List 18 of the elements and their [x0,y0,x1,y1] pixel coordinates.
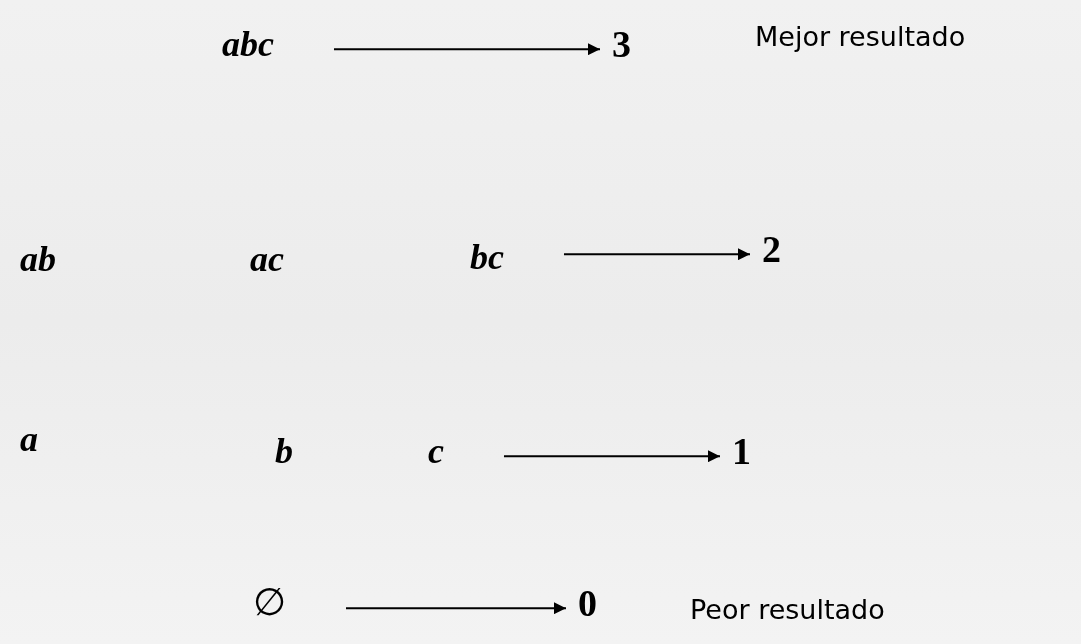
result-number: 2 [762,229,781,271]
subset-label: abc [222,25,274,65]
arrow [563,248,751,261]
note-text: Peor resultado [690,595,885,625]
subset-label: bc [470,238,504,278]
subset-label: a [20,420,38,460]
subset-label: ab [20,240,56,280]
arrow [345,602,567,615]
subset-label: b [275,432,293,472]
arrow [503,450,721,463]
subset-label: ac [250,240,284,280]
subset-label: c [428,432,444,472]
result-number: 1 [732,431,751,473]
note-text: Mejor resultado [755,22,966,52]
arrow [333,43,601,56]
result-number: 0 [578,583,597,625]
result-number: 3 [612,24,631,66]
empty-set-symbol: ∅ [253,582,286,624]
